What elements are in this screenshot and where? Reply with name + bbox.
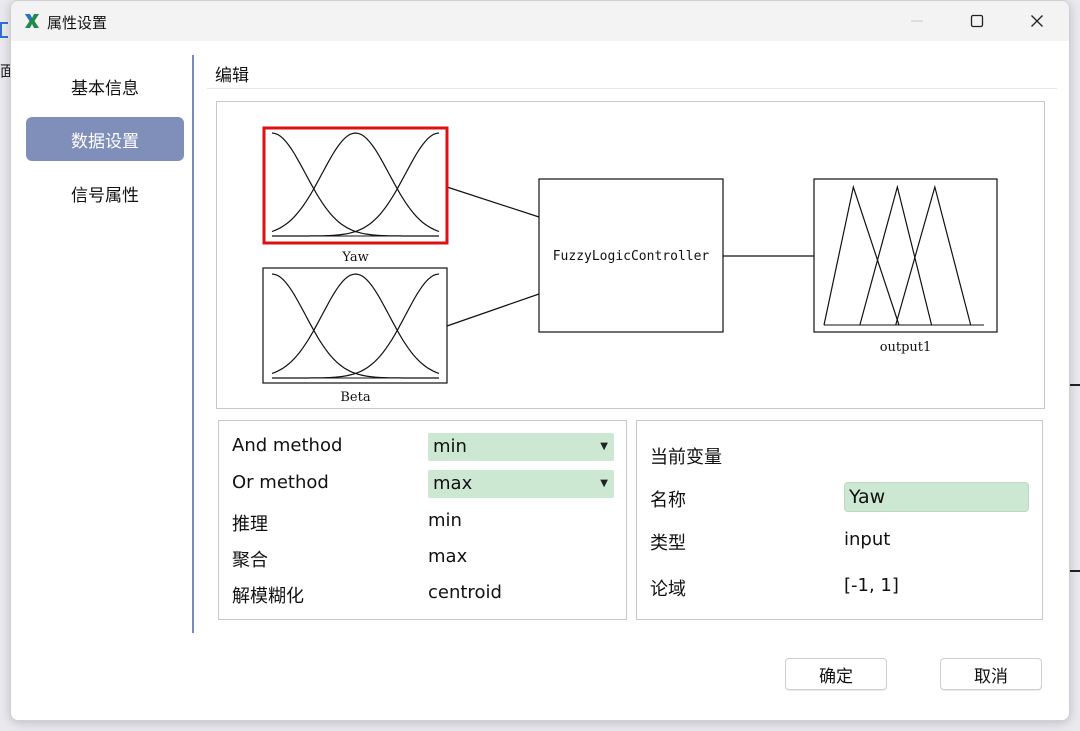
aggregation-label: 聚合 bbox=[232, 550, 268, 571]
app-logo-icon bbox=[25, 14, 39, 28]
implication-label: 推理 bbox=[232, 514, 268, 535]
input-block-beta[interactable] bbox=[262, 267, 448, 384]
sidebar-item-label: 信号属性 bbox=[71, 185, 139, 206]
input-label-yaw: Yaw bbox=[341, 250, 368, 265]
cancel-button[interactable]: 取消 bbox=[940, 658, 1042, 690]
ok-button[interactable]: 确定 bbox=[785, 658, 887, 690]
fuzzy-system-diagram: Yaw Beta FuzzyLogicController output1 bbox=[216, 101, 1045, 409]
output-triangle bbox=[859, 184, 933, 326]
diagram-canvas: Yaw Beta FuzzyLogicController output1 bbox=[262, 126, 998, 405]
section-title: 编辑 bbox=[215, 66, 249, 86]
controller-block[interactable]: FuzzyLogicController bbox=[538, 178, 724, 333]
window-title: 属性设置 bbox=[47, 14, 108, 32]
connection-line bbox=[446, 293, 540, 327]
dropdown-arrow-icon: ▼ bbox=[600, 478, 608, 489]
variable-name-input[interactable]: Yaw bbox=[844, 482, 1029, 512]
close-icon bbox=[1031, 15, 1043, 27]
output-label: output1 bbox=[880, 340, 932, 355]
output-membership-triangles bbox=[823, 184, 984, 326]
variable-name-label: 名称 bbox=[650, 490, 686, 511]
membership-curve bbox=[271, 132, 440, 233]
connection-line bbox=[446, 186, 540, 218]
aggregation-value: max bbox=[428, 546, 468, 567]
properties-dialog: 属性设置 基本信息 数据设置 信号属性 编辑 bbox=[10, 0, 1070, 721]
background-app-line bbox=[1070, 570, 1080, 572]
dropdown-arrow-icon: ▼ bbox=[600, 441, 608, 452]
or-method-label: Or method bbox=[232, 472, 329, 493]
defuzzification-value: centroid bbox=[428, 582, 502, 603]
fis-properties-panel: And method min ▼ Or method max ▼ 推理 min … bbox=[218, 420, 627, 620]
sidebar-item-signal-properties[interactable]: 信号属性 bbox=[26, 171, 184, 215]
current-variable-heading: 当前变量 bbox=[650, 447, 722, 468]
or-method-value: max bbox=[433, 473, 473, 494]
output-triangle bbox=[895, 184, 972, 326]
and-method-select[interactable]: min ▼ bbox=[428, 433, 614, 461]
section-divider bbox=[207, 88, 1057, 89]
variable-type-label: 类型 bbox=[650, 533, 686, 554]
current-variable-panel: 当前变量 名称 Yaw 类型 input 论域 [-1, 1] bbox=[636, 420, 1043, 620]
membership-curve bbox=[271, 273, 440, 374]
controller-label: FuzzyLogicController bbox=[553, 249, 710, 264]
minimize-button[interactable] bbox=[887, 1, 947, 41]
close-button[interactable] bbox=[1007, 1, 1067, 41]
membership-curves bbox=[271, 273, 440, 379]
maximize-button[interactable] bbox=[947, 1, 1007, 41]
variable-range-label: 论域 bbox=[650, 579, 686, 600]
maximize-icon bbox=[970, 14, 984, 28]
input-label-beta: Beta bbox=[340, 390, 370, 405]
output-block[interactable] bbox=[813, 178, 998, 333]
sidebar-item-label: 基本信息 bbox=[71, 78, 139, 99]
variable-type-value: input bbox=[844, 529, 891, 550]
input-block-yaw[interactable] bbox=[262, 126, 449, 245]
title-bar[interactable]: 属性设置 bbox=[11, 1, 1069, 41]
sidebar-divider bbox=[192, 55, 194, 633]
variable-range-value: [-1, 1] bbox=[844, 575, 899, 596]
or-method-select[interactable]: max ▼ bbox=[428, 470, 614, 498]
sidebar-item-basic-info[interactable]: 基本信息 bbox=[26, 64, 184, 108]
implication-value: min bbox=[428, 510, 462, 531]
cancel-button-label: 取消 bbox=[974, 666, 1008, 687]
background-app-fragment bbox=[0, 22, 8, 38]
ok-button-label: 确定 bbox=[819, 666, 853, 687]
output-triangle bbox=[823, 184, 900, 326]
minimize-icon bbox=[911, 20, 923, 22]
and-method-value: min bbox=[433, 436, 467, 457]
background-app-line bbox=[1070, 384, 1080, 386]
membership-curves bbox=[271, 132, 440, 237]
and-method-label: And method bbox=[232, 435, 343, 456]
sidebar-item-data-settings[interactable]: 数据设置 bbox=[26, 117, 184, 161]
defuzzification-label: 解模糊化 bbox=[232, 586, 304, 607]
sidebar-item-label: 数据设置 bbox=[71, 131, 139, 152]
